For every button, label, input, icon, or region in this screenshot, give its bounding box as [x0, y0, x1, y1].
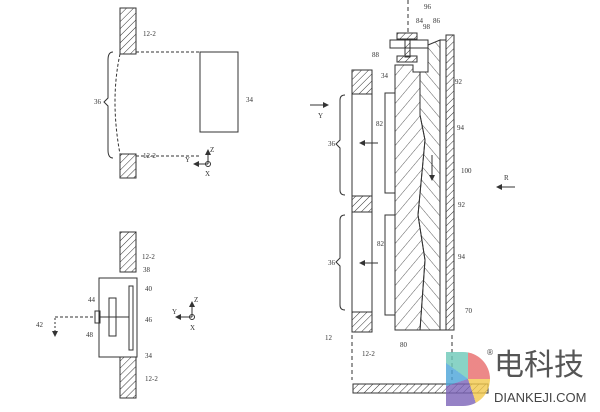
- fig-top-left: [103, 7, 239, 179]
- label: 82: [376, 120, 384, 128]
- label: 82: [377, 240, 385, 248]
- label: 12-2: [143, 30, 156, 38]
- label: 94: [458, 253, 466, 261]
- label: 12-2: [143, 152, 156, 160]
- wall-top: [119, 7, 137, 55]
- label: 36: [328, 140, 336, 148]
- arrow-y-label: Y: [318, 112, 323, 120]
- labels: 12-2 12-2 36 34 Z Y X 12-2 38 40 44 46 4…: [36, 3, 509, 383]
- component-34: [199, 51, 239, 133]
- axis-y: Y: [185, 156, 190, 164]
- label: 84: [416, 17, 424, 25]
- label: 100: [461, 167, 472, 175]
- label: 34: [381, 72, 389, 80]
- label: 12-2: [362, 350, 375, 358]
- label: 46: [145, 316, 153, 324]
- label: 80: [400, 341, 408, 349]
- arrow-r-label: R: [504, 174, 509, 182]
- label: 86: [433, 17, 441, 25]
- axis-y: Y: [172, 308, 177, 316]
- label: 96: [424, 3, 432, 11]
- label: 44: [88, 296, 96, 304]
- watermark: ® 电科技 DIANKEJI.COM: [446, 348, 596, 408]
- label: 12-2: [142, 253, 155, 261]
- axis-x: X: [205, 170, 210, 178]
- axis-z: Z: [210, 146, 214, 154]
- watermark-en: DIANKEJI.COM: [494, 390, 587, 405]
- watermark-cn: 电科技: [494, 348, 584, 383]
- watermark-logo-icon: [446, 352, 490, 406]
- label: 34: [246, 96, 254, 104]
- label: 38: [143, 266, 151, 274]
- label: 36: [94, 98, 102, 106]
- axis-z: Z: [194, 296, 198, 304]
- label: 48: [86, 331, 94, 339]
- axis-x: X: [190, 324, 195, 332]
- label: 42: [36, 321, 44, 329]
- fig-right: [310, 0, 515, 394]
- label: 92: [455, 78, 463, 86]
- label: 94: [457, 124, 465, 132]
- label: 34: [145, 352, 153, 360]
- wall-bottom: [119, 153, 137, 179]
- label: 92: [458, 201, 466, 209]
- registered-mark: ®: [486, 348, 494, 357]
- label: 36: [328, 259, 336, 267]
- label: 70: [465, 307, 473, 315]
- label: 12: [325, 334, 333, 342]
- label: 40: [145, 285, 153, 293]
- label: 88: [372, 51, 380, 59]
- fig-bottom-left: [52, 231, 195, 399]
- label: 98: [423, 23, 431, 31]
- label: 12-2: [145, 375, 158, 383]
